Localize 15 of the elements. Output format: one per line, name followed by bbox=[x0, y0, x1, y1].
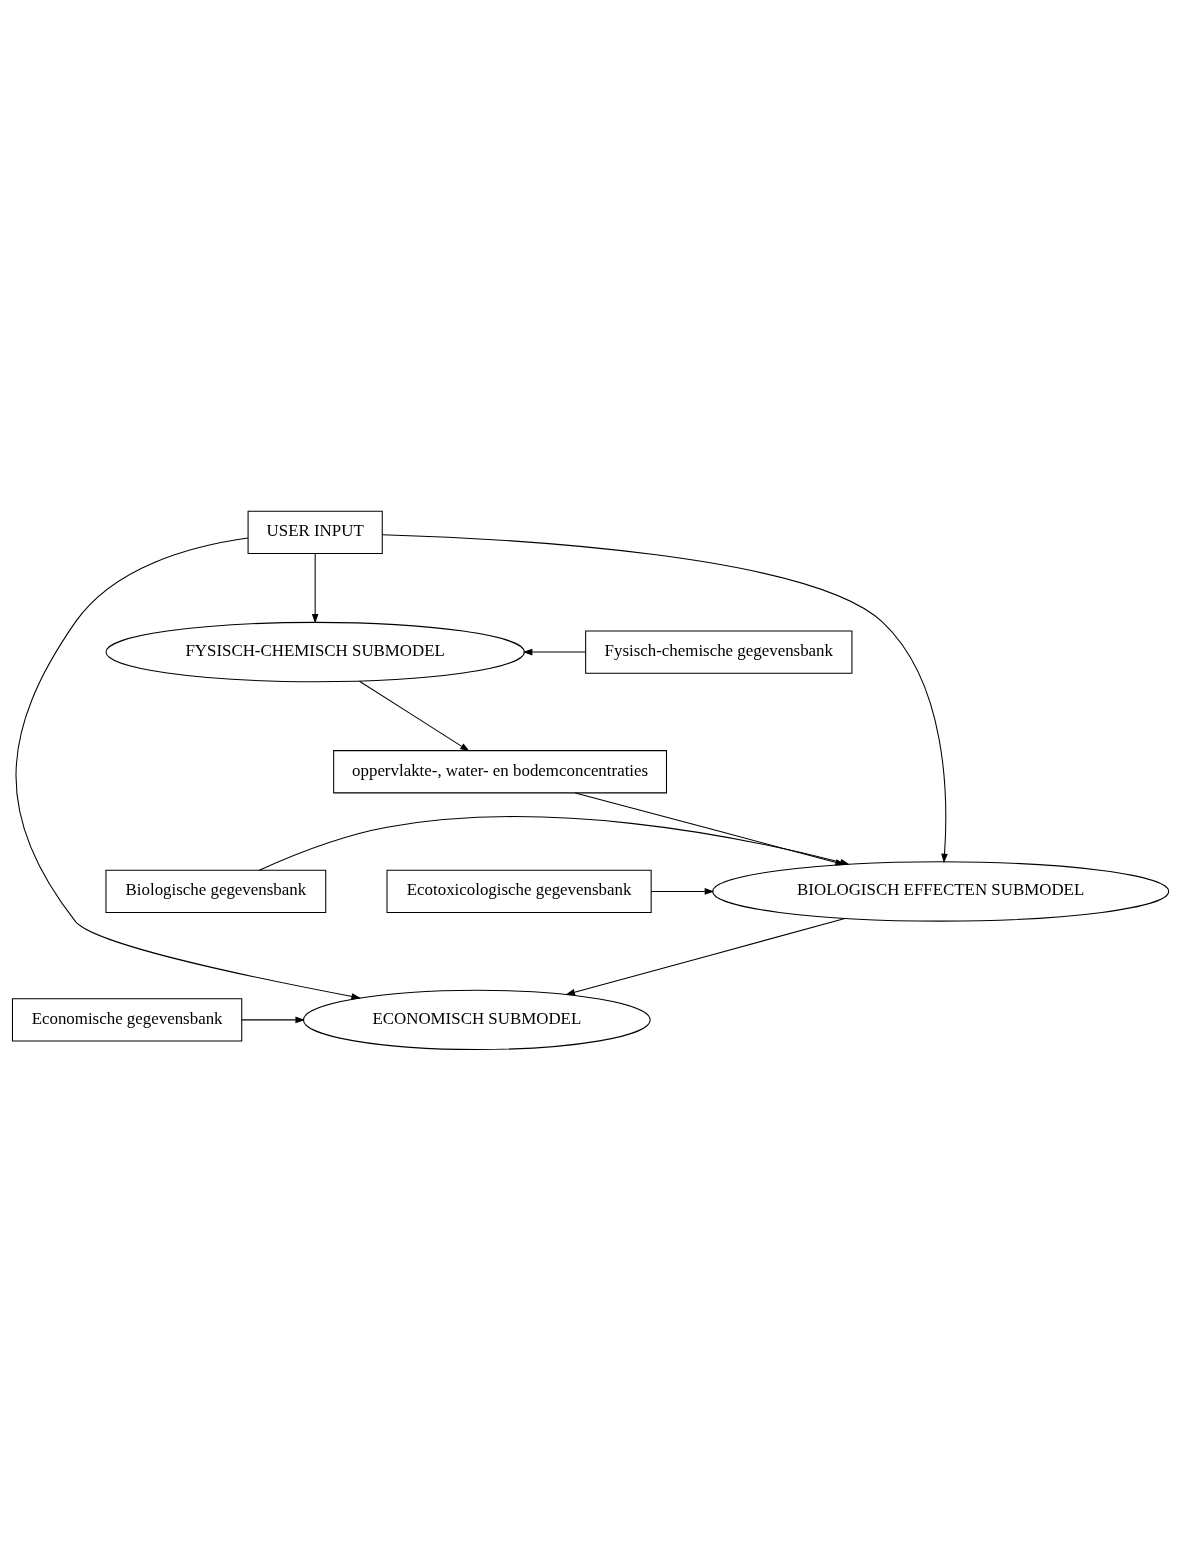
arrow bbox=[565, 918, 846, 996]
node-box: USER INPUT bbox=[247, 510, 383, 554]
node-box: Ecotoxicologische gegevensbank bbox=[386, 869, 652, 914]
node-box: oppervlakte-, water- en bodemconcentraties bbox=[333, 750, 667, 794]
node-box: Biologische gegevensbank bbox=[105, 869, 327, 914]
arrow bbox=[241, 1016, 305, 1024]
arrow bbox=[15, 537, 361, 1000]
arrow bbox=[358, 680, 470, 752]
arrow bbox=[650, 888, 715, 895]
node-box: Economische gegevensbank bbox=[11, 998, 243, 1042]
arrow bbox=[311, 553, 319, 624]
node-box: Fysisch-chemische gegevensbank bbox=[585, 630, 853, 674]
arrow bbox=[522, 648, 587, 656]
node-ellipse: FYSISCH-CHEMISCH SUBMODEL bbox=[105, 621, 525, 683]
arrow bbox=[258, 816, 850, 871]
